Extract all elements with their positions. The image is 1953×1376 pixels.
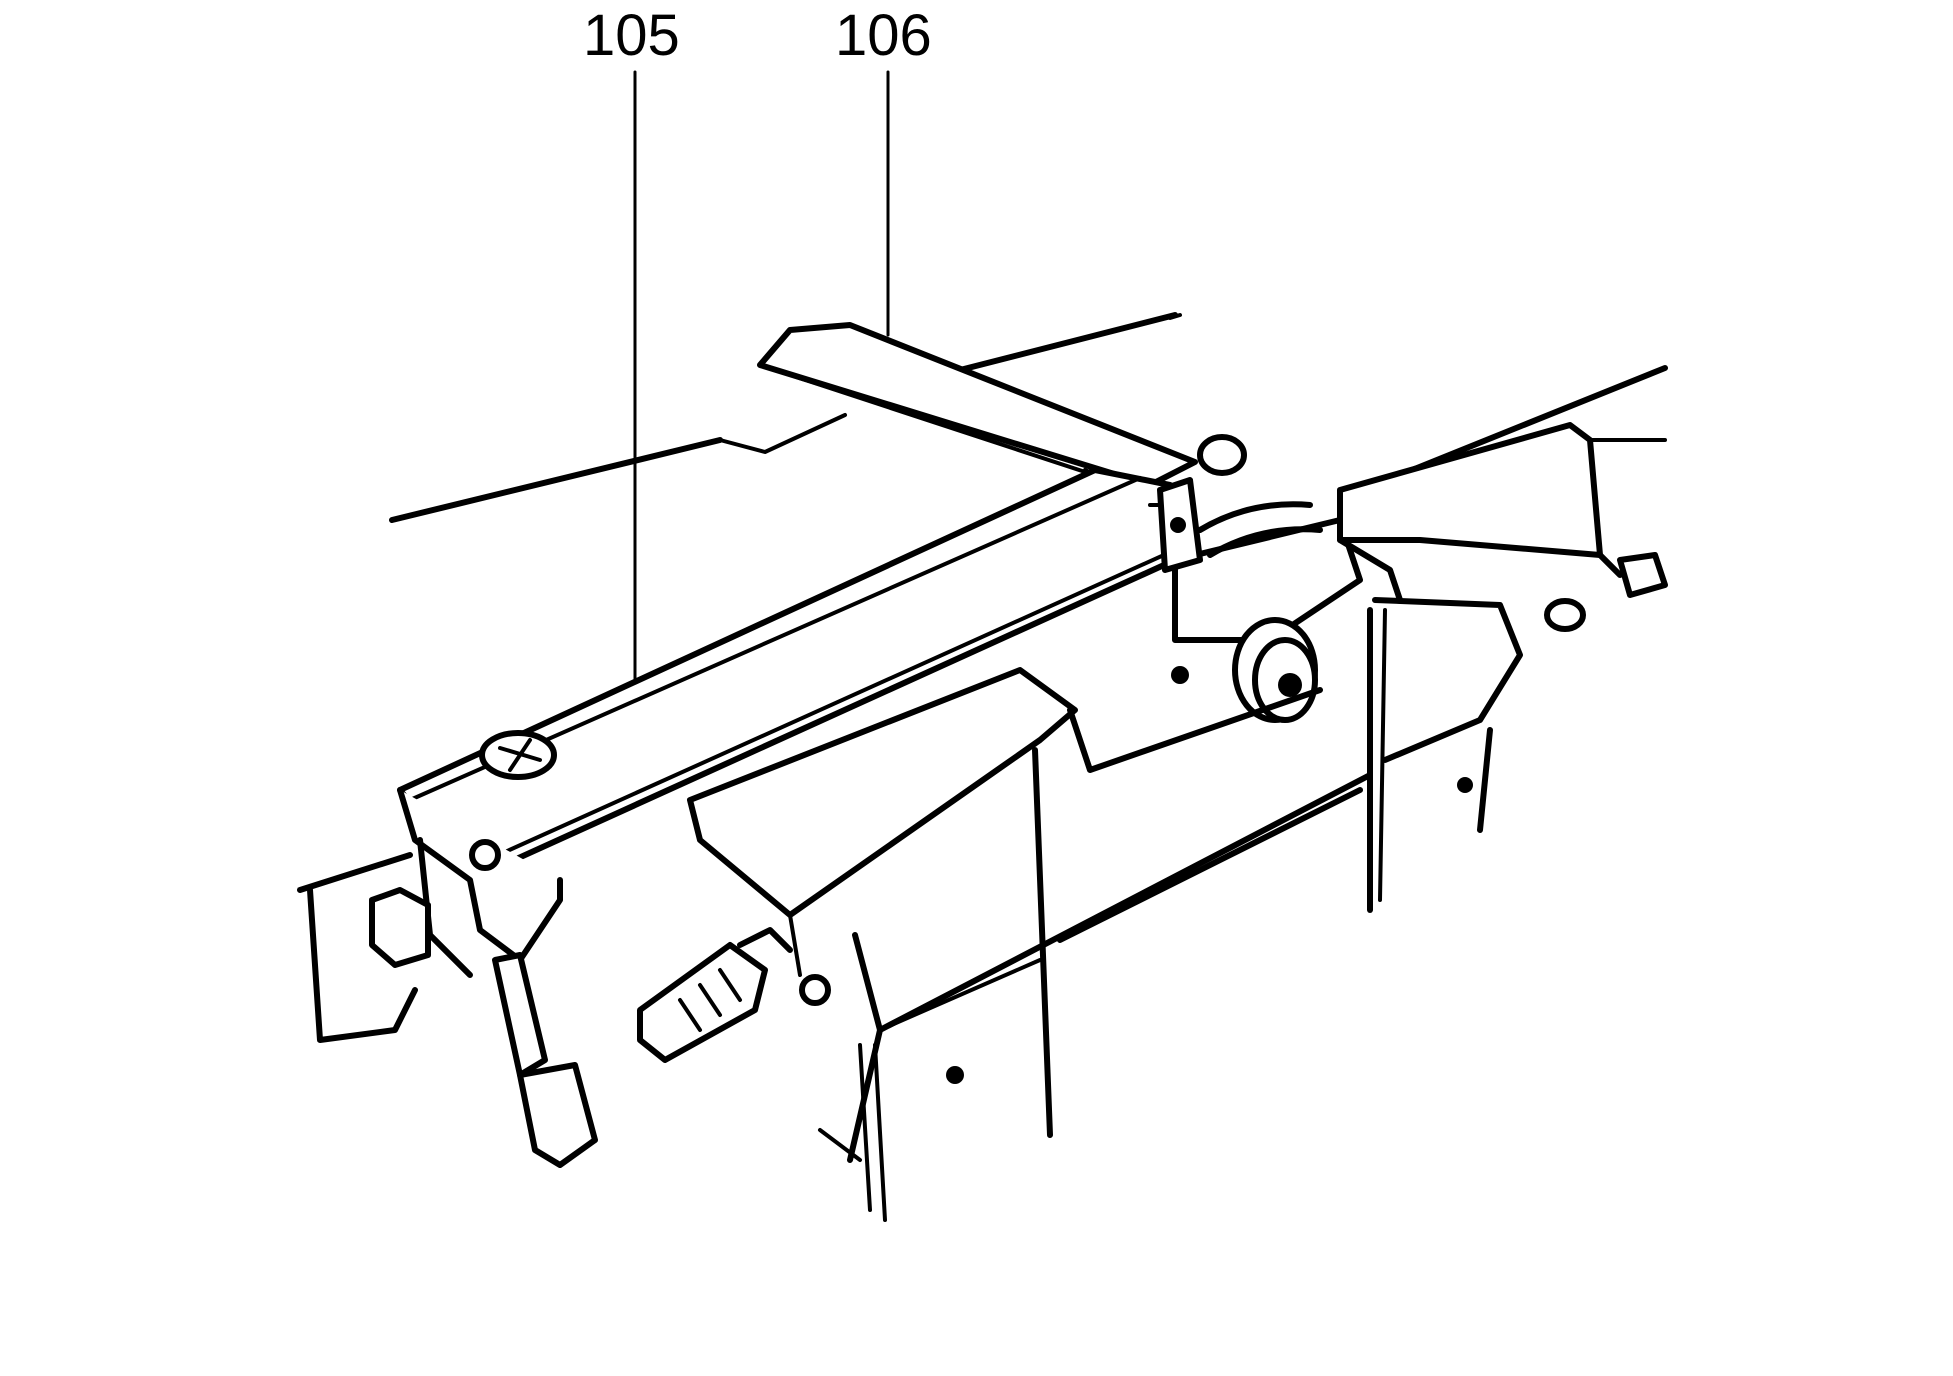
left-end-bracket (297, 787, 563, 1043)
rail-knob (479, 730, 557, 780)
clamp-knob-top (1157, 434, 1323, 573)
callout-label-105: 105 (583, 3, 680, 68)
lever-handle-left (492, 952, 598, 1168)
knurled-handle (637, 927, 793, 1063)
rail-screw (469, 839, 501, 871)
front-panel (818, 772, 1373, 1222)
right-housing (1337, 422, 1668, 913)
crossbar-106 (757, 322, 1198, 502)
callout-label-106: 106 (835, 3, 932, 68)
